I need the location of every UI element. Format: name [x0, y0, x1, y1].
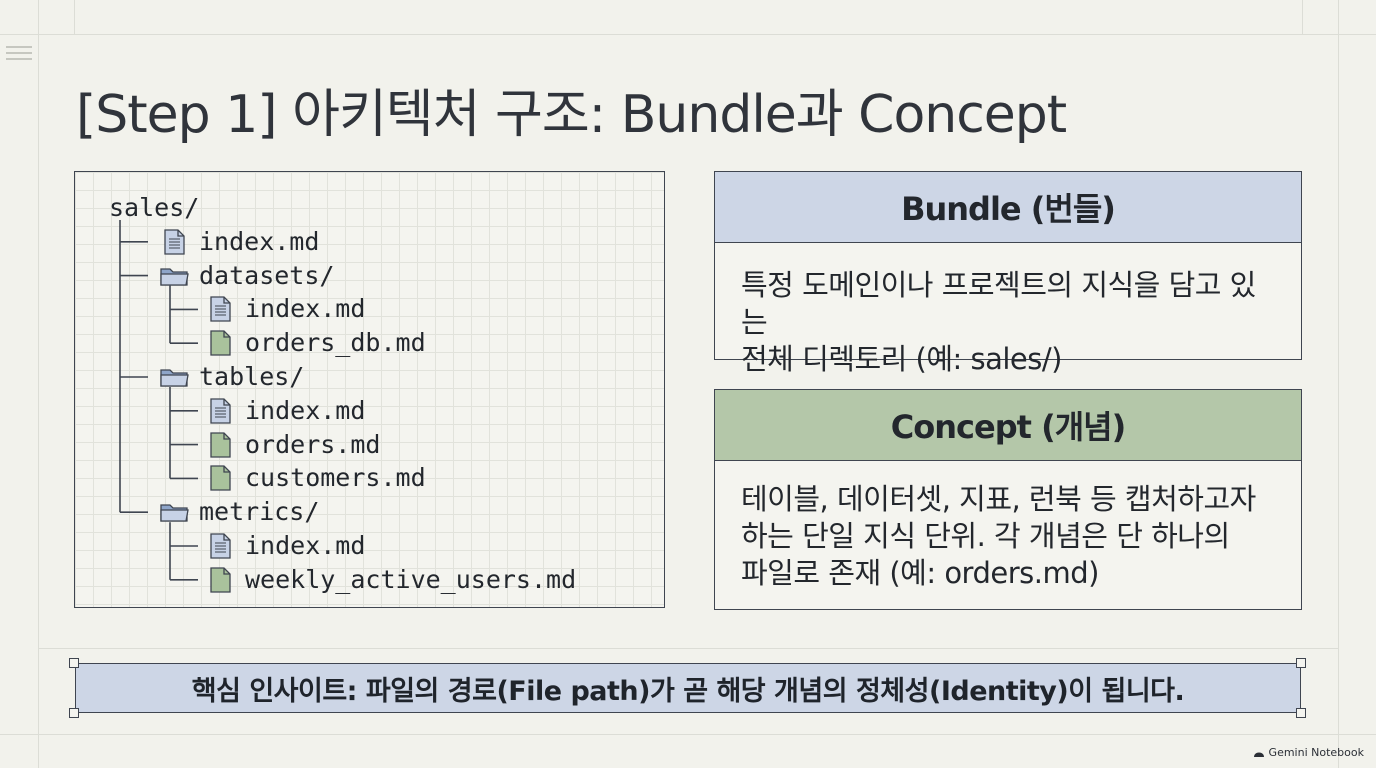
folder-icon	[160, 504, 189, 522]
file-name[interactable]: orders_db.md	[245, 328, 426, 358]
bundle-card: Bundle (번들) 특정 도메인이나 프로젝트의 지식을 담고 있는 전체 …	[714, 171, 1302, 376]
concept-description-line: 하는 단일 지식 단위. 각 개념은 단 하나의	[741, 519, 1230, 553]
file-name[interactable]: index.md	[245, 294, 366, 324]
page-title: [Step 1] 아키텍처 구조: Bundle과 Concept	[76, 85, 1067, 145]
folder-name[interactable]: metrics/	[199, 497, 320, 527]
bundle-heading: Bundle (번들)	[715, 172, 1301, 243]
concept-description-line: 테이블, 데이터셋, 지표, 런북 등 캡처하고자	[741, 482, 1256, 516]
concept-heading: Concept (개념)	[715, 390, 1301, 461]
concept-card: Concept (개념) 테이블, 데이터셋, 지표, 런북 등 캡처하고자 하…	[714, 389, 1302, 610]
guide-line	[38, 648, 1338, 649]
document-icon	[210, 296, 231, 323]
tree-connector-lines	[119, 220, 198, 581]
guide-line	[0, 734, 1376, 735]
guide-line	[74, 0, 75, 34]
menu-icon[interactable]	[6, 46, 32, 62]
guide-line	[1338, 0, 1339, 768]
notebook-logo-icon	[1253, 752, 1264, 757]
file-name[interactable]: weekly_active_users.md	[245, 564, 577, 594]
selection-handle[interactable]	[69, 658, 79, 668]
concept-description: 테이블, 데이터셋, 지표, 런북 등 캡처하고자 하는 단일 지식 단위. 각…	[715, 461, 1301, 592]
document-icon	[210, 398, 231, 424]
key-insight-banner: 핵심 인사이트: 파일의 경로(File path)가 곧 해당 개념의 정체성…	[75, 663, 1301, 713]
guide-line	[0, 34, 1376, 35]
folder-name[interactable]: datasets/	[199, 260, 335, 290]
selection-handle[interactable]	[69, 708, 79, 718]
guide-line	[38, 0, 39, 768]
document-icon	[210, 533, 231, 559]
selection-handle[interactable]	[1296, 708, 1306, 718]
file-name[interactable]: index.md	[245, 395, 366, 425]
document-icon	[164, 229, 185, 255]
file-icon	[210, 431, 231, 458]
file-icon	[210, 330, 231, 356]
bundle-description: 특정 도메인이나 프로젝트의 지식을 담고 있는 전체 디렉토리 (예: sal…	[715, 243, 1301, 378]
watermark-text: Gemini Notebook	[1268, 746, 1364, 759]
folder-name[interactable]: tables/	[199, 362, 305, 391]
guide-line	[1302, 0, 1303, 34]
file-name[interactable]: orders.md	[245, 429, 381, 459]
file-name[interactable]: customers.md	[245, 463, 426, 493]
folder-icon	[160, 369, 189, 387]
selection-handle[interactable]	[1296, 658, 1306, 668]
file-icon	[210, 465, 231, 492]
folder-icon	[160, 267, 189, 286]
bundle-description-line: 전체 디렉토리 (예: sales/)	[741, 342, 1062, 376]
bundle-description-line: 특정 도메인이나 프로젝트의 지식을 담고 있는	[741, 268, 1256, 339]
concept-description-line: 파일로 존재 (예: orders.md)	[741, 556, 1099, 590]
file-icon	[210, 567, 231, 593]
tree-root-label[interactable]: sales/	[109, 193, 200, 222]
file-name[interactable]: index.md	[199, 226, 320, 256]
file-name[interactable]: index.md	[245, 531, 366, 560]
watermark: Gemini Notebook	[1253, 746, 1364, 759]
directory-tree-panel: sales/index.md datasets/index.md orders_db…	[74, 171, 665, 608]
